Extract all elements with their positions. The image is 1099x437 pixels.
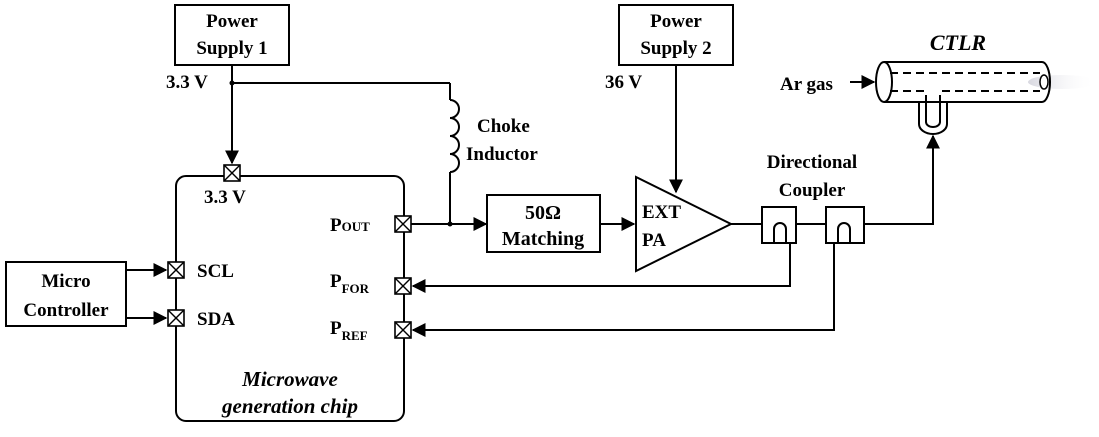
p-out-port: [394, 215, 412, 233]
power-supply-1-label-line1: Power: [206, 11, 258, 32]
power-supply-2-label-line1: Power: [650, 11, 702, 32]
directional-coupler-forward: [761, 206, 797, 244]
chip-name-line1: Microwave: [241, 367, 338, 391]
power-supply-1-block: Power Supply 1: [174, 4, 290, 66]
power-supply-2-voltage: 36 V: [605, 72, 642, 93]
reflected-power-feedback-arrow: [411, 243, 835, 337]
sda-port: [167, 309, 185, 327]
p-for-port: [394, 277, 412, 295]
scl-port: [167, 261, 185, 279]
power-supply-1-voltage: 3.3 V: [166, 72, 208, 93]
power-supply-2-block: Power Supply 2: [618, 4, 734, 66]
choke-label-line1: Choke: [477, 116, 530, 137]
micro-controller-block: Micro Controller: [5, 261, 127, 327]
ext-pa-amplifier: [635, 175, 734, 273]
chip-vdd-label: 3.3 V: [204, 187, 246, 208]
matching-network-block: 50Ω Matching: [486, 194, 601, 253]
matching-label-line2: Matching: [502, 228, 584, 250]
coupler-to-ctlr-arrow: [864, 134, 940, 225]
ext-pa-label-line2: PA: [642, 230, 666, 251]
sda-pin-label: SDA: [197, 309, 235, 330]
scl-pin-label: SCL: [197, 261, 234, 282]
chip-name-line2: generation chip: [221, 394, 358, 418]
ar-gas-label: Ar gas: [780, 74, 833, 95]
vdd-port: [223, 164, 241, 182]
plasma-plume: [1028, 75, 1096, 89]
micro-controller-label-line2: Controller: [23, 300, 109, 321]
p-ref-port: [394, 321, 412, 339]
matching-label-line1: 50Ω: [525, 202, 561, 224]
micro-controller-label-line1: Micro: [41, 271, 90, 292]
power-supply-1-label-line2: Supply 1: [196, 38, 267, 59]
coupler-label-line1: Directional: [767, 152, 857, 173]
junction-dot: [447, 221, 453, 227]
forward-power-feedback-arrow: [411, 243, 791, 293]
ctlr-device: [875, 61, 1096, 135]
choke-label-line2: Inductor: [466, 144, 538, 165]
ext-pa-label-line1: EXT: [642, 202, 681, 223]
power-supply-2-label-line2: Supply 2: [640, 38, 711, 59]
microwave-chip-outline: [175, 175, 405, 422]
directional-coupler-reflected: [825, 206, 865, 244]
ctlr-title: CTLR: [930, 30, 986, 55]
p-for-label: PFOR: [330, 271, 370, 296]
choke-inductor: [449, 83, 460, 224]
coupler-label-line2: Coupler: [779, 180, 846, 201]
p-out-label: POUT: [330, 215, 370, 236]
p-ref-label: PREF: [330, 318, 368, 343]
